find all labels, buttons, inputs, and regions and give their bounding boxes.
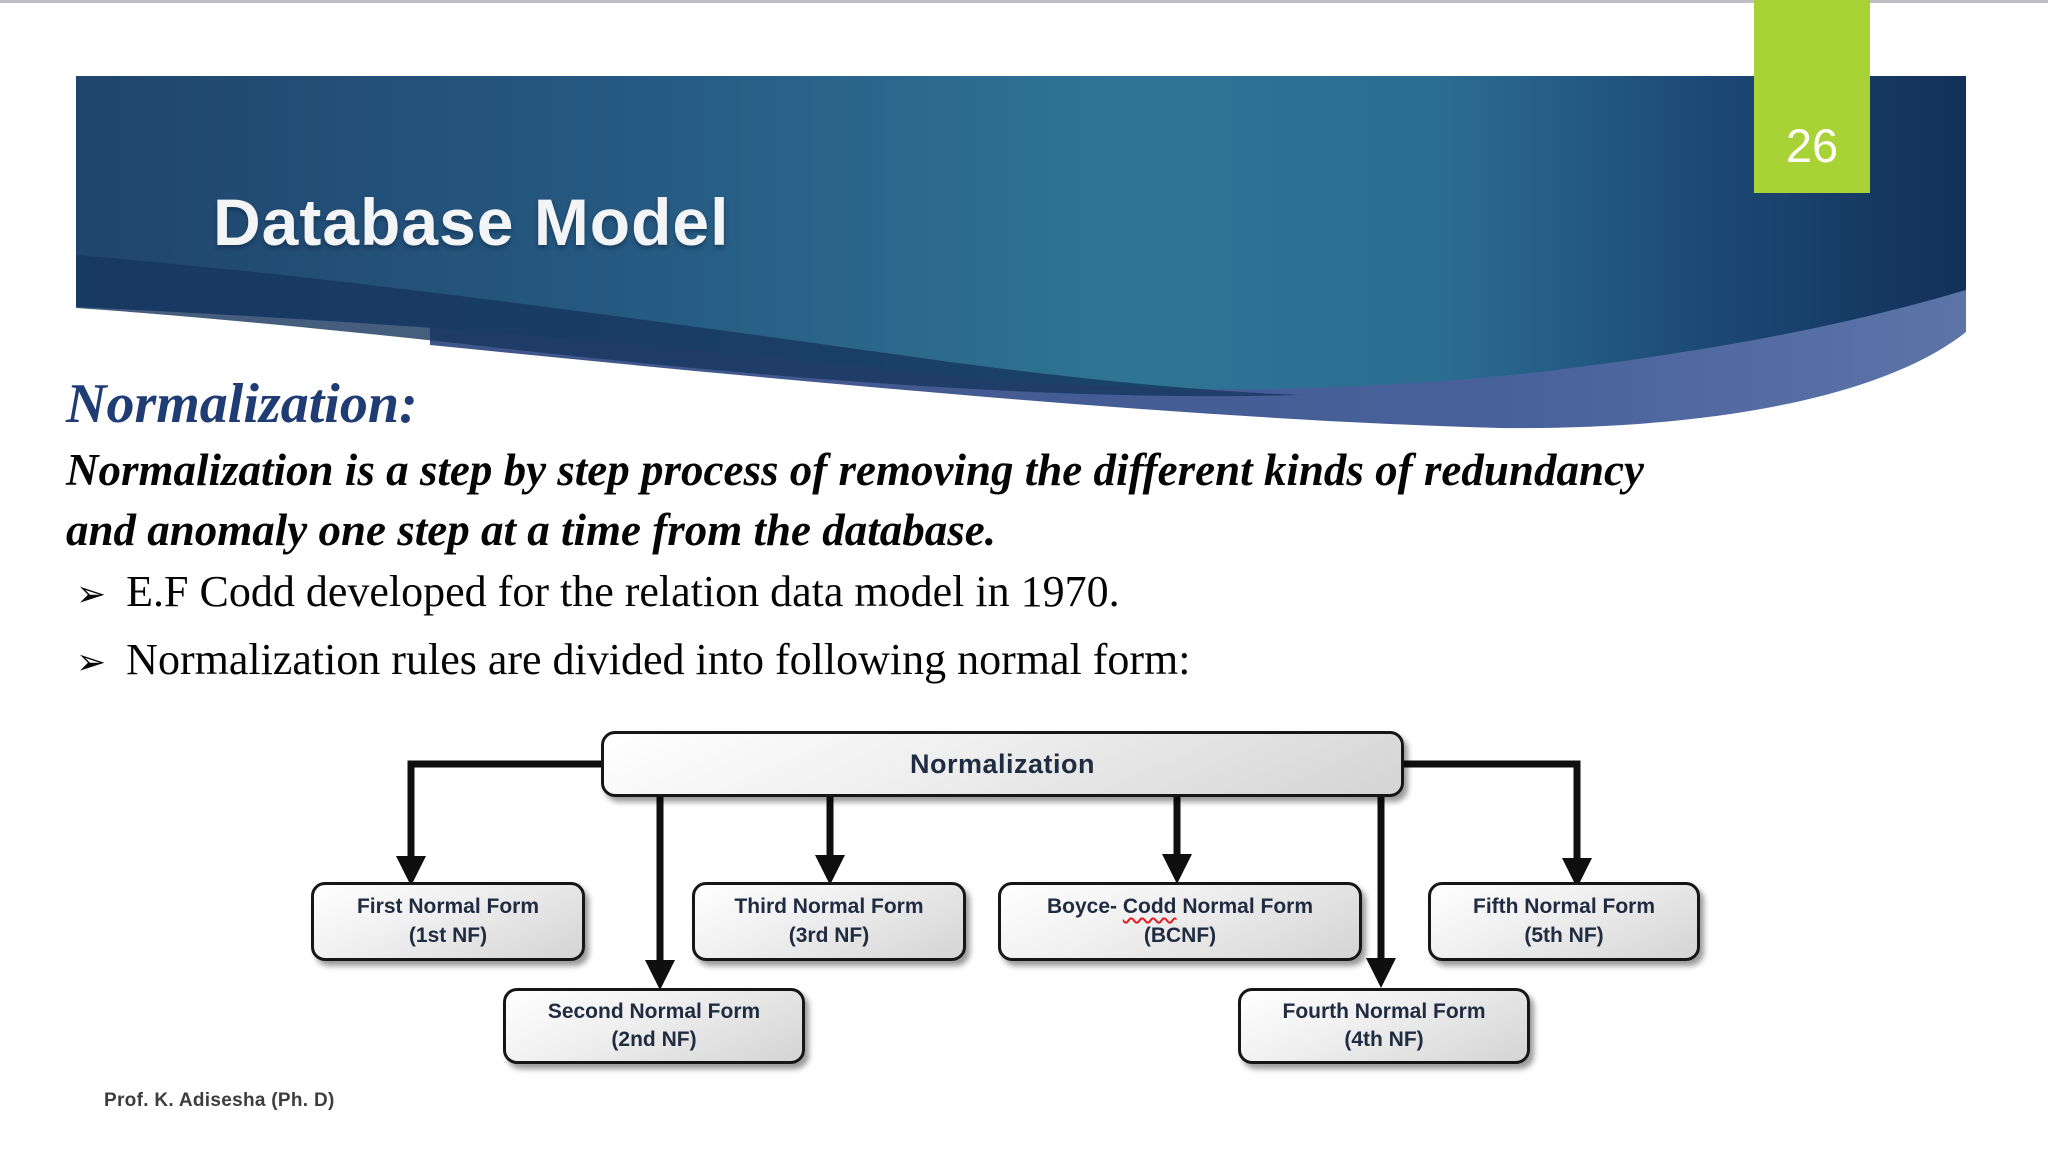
node-abbr: (BCNF) xyxy=(1143,923,1217,947)
diagram-node-first-nf: First Normal Form (1st NF) xyxy=(311,882,585,961)
author-footer: Prof. K. Adisesha (Ph. D) xyxy=(104,1090,335,1111)
intro-line-1: Normalization is a step by step process … xyxy=(66,445,1644,495)
bcnf-prefix: Boyce- xyxy=(1046,895,1123,919)
bcnf-suffix: Normal Form xyxy=(1176,895,1314,919)
arrowhead-down-icon xyxy=(396,856,426,886)
section-heading: Normalization: xyxy=(66,373,418,435)
bcnf-misspelled-word: Codd xyxy=(1122,895,1177,919)
node-label: Second Normal Form xyxy=(547,999,761,1023)
page-title: Database Model xyxy=(213,185,730,259)
arrowhead-down-icon xyxy=(645,960,675,990)
header-banner-wave xyxy=(76,76,1966,429)
diagram-node-third-nf: Third Normal Form (3rd NF) xyxy=(692,882,966,961)
node-abbr: (2nd NF) xyxy=(611,1028,697,1051)
node-label: Third Normal Form xyxy=(734,895,924,919)
arrowhead-down-icon xyxy=(815,855,845,885)
diagram-node-normalization: Normalization xyxy=(601,731,1404,797)
diagram-node-fifth-nf: Fifth Normal Form (5th NF) xyxy=(1428,882,1700,961)
node-label: Fourth Normal Form xyxy=(1282,999,1486,1023)
node-label: Normalization xyxy=(909,748,1096,779)
intro-line-2: and anomaly one step at a time from the … xyxy=(66,505,996,555)
top-border-line xyxy=(0,0,2048,3)
slide-number-tab: 26 xyxy=(1754,0,1870,193)
node-label: Boyce- Codd Normal Form xyxy=(1047,893,1313,921)
diagram-node-second-nf: Second Normal Form (2nd NF) xyxy=(503,988,805,1064)
node-label: Fifth Normal Form xyxy=(1473,895,1655,919)
slide-number: 26 xyxy=(1785,119,1839,172)
node-abbr: (5th NF) xyxy=(1524,923,1604,947)
banner-dark-swoosh xyxy=(76,255,1300,397)
node-abbr: (4th NF) xyxy=(1344,1028,1424,1051)
bullet-arrow-icon: ➢ xyxy=(76,642,107,683)
diagram-node-fourth-nf: Fourth Normal Form (4th NF) xyxy=(1238,988,1530,1064)
arrowhead-down-icon xyxy=(1162,854,1192,884)
diagram-node-bcnf: Boyce- Codd Normal Form (BCNF) xyxy=(998,882,1362,961)
list-item: ➢ Normalization rules are divided into f… xyxy=(76,634,1190,685)
bullet-arrow-icon: ➢ xyxy=(76,574,107,615)
bullet-list: ➢ E.F Codd developed for the relation da… xyxy=(76,566,1190,702)
node-abbr: (3rd NF) xyxy=(788,923,870,947)
arrowhead-down-icon xyxy=(1366,958,1396,988)
list-item: ➢ E.F Codd developed for the relation da… xyxy=(76,566,1190,617)
bullet-text: E.F Codd developed for the relation data… xyxy=(126,567,1120,616)
arrowhead-down-icon xyxy=(1562,858,1592,888)
bullet-text: Normalization rules are divided into fol… xyxy=(126,635,1191,684)
node-label: First Normal Form xyxy=(356,895,540,919)
node-abbr: (1st NF) xyxy=(408,923,488,947)
intro-paragraph: Normalization is a step by step process … xyxy=(66,440,1996,560)
